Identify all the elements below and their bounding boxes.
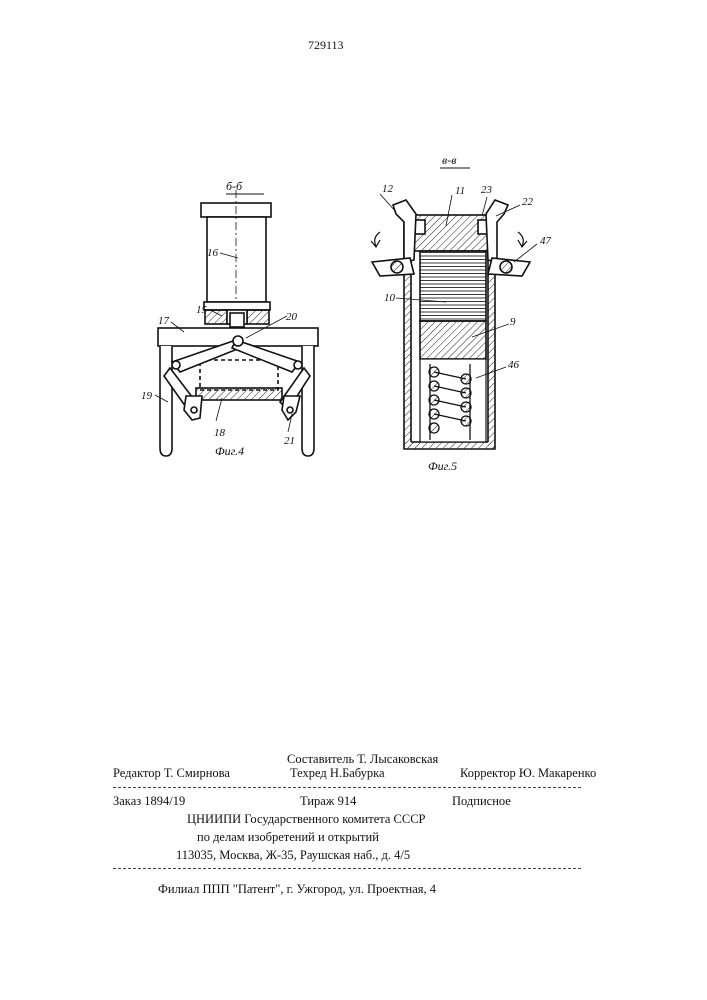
label-23: 23 xyxy=(481,184,493,196)
label-12: 12 xyxy=(382,183,394,195)
label-11: 11 xyxy=(455,185,465,197)
label-19: 19 xyxy=(141,390,153,402)
label-16: 16 xyxy=(207,247,219,259)
editor-line: Редактор Т. Смирнова xyxy=(113,766,230,781)
org-line-1: ЦНИИПИ Государственного комитета СССР xyxy=(187,812,426,827)
branch-line: Филиал ППП "Патент", г. Ужгород, ул. Про… xyxy=(158,882,436,897)
label-10: 10 xyxy=(384,292,396,304)
fig5-section-label: в-в xyxy=(442,153,456,167)
label-15: 15 xyxy=(196,304,208,316)
circulation-line: Тираж 914 xyxy=(300,794,356,809)
address-line: 113035, Москва, Ж-35, Раушская наб., д. … xyxy=(176,848,410,863)
order-line: Заказ 1894/19 xyxy=(113,794,185,809)
divider-top xyxy=(113,787,581,788)
label-46: 46 xyxy=(508,359,520,371)
drawings: б-б 16 15 17 20 19 18 21 Фиг.4 xyxy=(0,0,707,520)
label-17: 17 xyxy=(158,315,170,327)
fig4-caption: Фиг.4 xyxy=(215,444,244,458)
label-9: 9 xyxy=(510,316,516,328)
label-47: 47 xyxy=(540,235,552,247)
org-line-2: по делам изобретений и открытий xyxy=(197,830,379,845)
figure-4 xyxy=(155,190,318,456)
subscription-line: Подписное xyxy=(452,794,511,809)
fig4-section-label: б-б xyxy=(226,179,243,193)
label-20: 20 xyxy=(286,311,298,323)
compiler-line: Составитель Т. Лысаковская xyxy=(287,752,438,767)
label-18: 18 xyxy=(214,427,226,439)
divider-bottom xyxy=(113,868,581,869)
fig5-caption: Фиг.5 xyxy=(428,459,457,473)
label-22: 22 xyxy=(522,196,534,208)
corrector-line: Корректор Ю. Макаренко xyxy=(460,766,596,781)
techred-line: Техред Н.Бабурка xyxy=(290,766,385,781)
label-21: 21 xyxy=(284,435,295,447)
